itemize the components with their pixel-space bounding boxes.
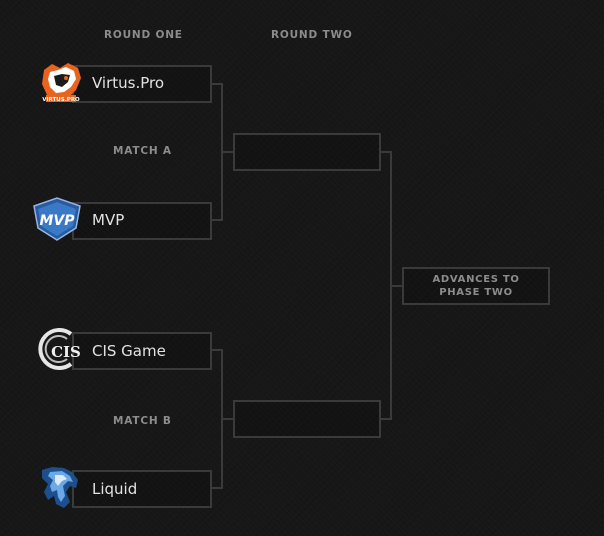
header-round-one: ROUND ONE xyxy=(104,29,183,41)
advances-to-phase-two-box: ADVANCES TO PHASE TWO xyxy=(402,267,550,305)
connector-round-two xyxy=(381,151,402,420)
team-name-cis-game: CIS Game xyxy=(92,342,166,360)
virtus-pro-bear-icon: VIRTUS.PRO xyxy=(38,60,84,106)
team-slot-mvp[interactable] xyxy=(72,202,212,240)
header-round-two: ROUND TWO xyxy=(271,29,353,41)
mvp-logo-text: MVP xyxy=(39,213,75,229)
round-two-slot-b[interactable] xyxy=(233,400,381,438)
team-slot-liquid[interactable] xyxy=(72,470,212,508)
team-slot-cis-game[interactable] xyxy=(72,332,212,370)
team-name-mvp: MVP xyxy=(92,211,125,229)
match-a-label: MATCH A xyxy=(113,145,172,157)
connector-match-a xyxy=(212,83,233,221)
cis-game-logo-icon: CIS xyxy=(38,326,84,372)
match-b-label: MATCH B xyxy=(113,415,172,427)
mvp-logo-icon: MVP xyxy=(30,196,84,242)
round-two-slot-a[interactable] xyxy=(233,133,381,171)
advance-line2: PHASE TWO xyxy=(439,287,513,298)
team-name-liquid: Liquid xyxy=(92,480,138,498)
liquid-horse-icon xyxy=(36,464,82,510)
advance-line1: ADVANCES TO xyxy=(432,274,520,285)
virtus-pro-logo-text: VIRTUS.PRO xyxy=(42,97,80,103)
team-name-virtus-pro: Virtus.Pro xyxy=(92,74,165,92)
connector-match-b xyxy=(212,349,233,489)
cis-logo-text: CIS xyxy=(51,343,81,361)
